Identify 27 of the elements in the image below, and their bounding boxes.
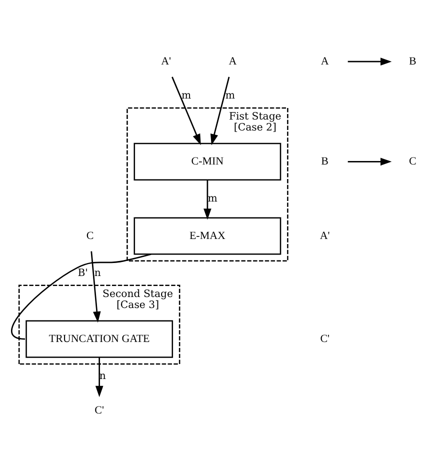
edge-label: m <box>182 90 192 101</box>
connector <box>11 253 152 340</box>
arrow <box>348 57 392 65</box>
arrow <box>210 76 230 145</box>
node-text: A <box>228 54 237 67</box>
node-box: TRUNCATION GATE <box>26 320 174 358</box>
edge-label: B' <box>78 267 88 278</box>
node-box: C-MIN <box>134 142 282 180</box>
node-text: C <box>409 155 416 168</box>
node-text: C' <box>94 404 104 416</box>
node-box: E-MAX <box>134 216 282 254</box>
arrow <box>90 250 101 322</box>
node-text: B <box>409 54 416 67</box>
label: A' <box>320 229 330 242</box>
edge-label: m <box>225 90 236 101</box>
node-text: A' <box>161 54 172 67</box>
edge-label: m <box>208 192 218 204</box>
arrow <box>95 356 104 397</box>
node-text: A <box>320 54 329 67</box>
node-text: B <box>321 155 329 168</box>
label: C' <box>320 332 330 344</box>
node-text: C <box>86 229 94 242</box>
arrow <box>204 180 212 220</box>
arrow <box>172 76 201 145</box>
edge-label: n <box>94 267 101 278</box>
edge-label: n <box>99 370 106 382</box>
arrow <box>348 157 392 166</box>
